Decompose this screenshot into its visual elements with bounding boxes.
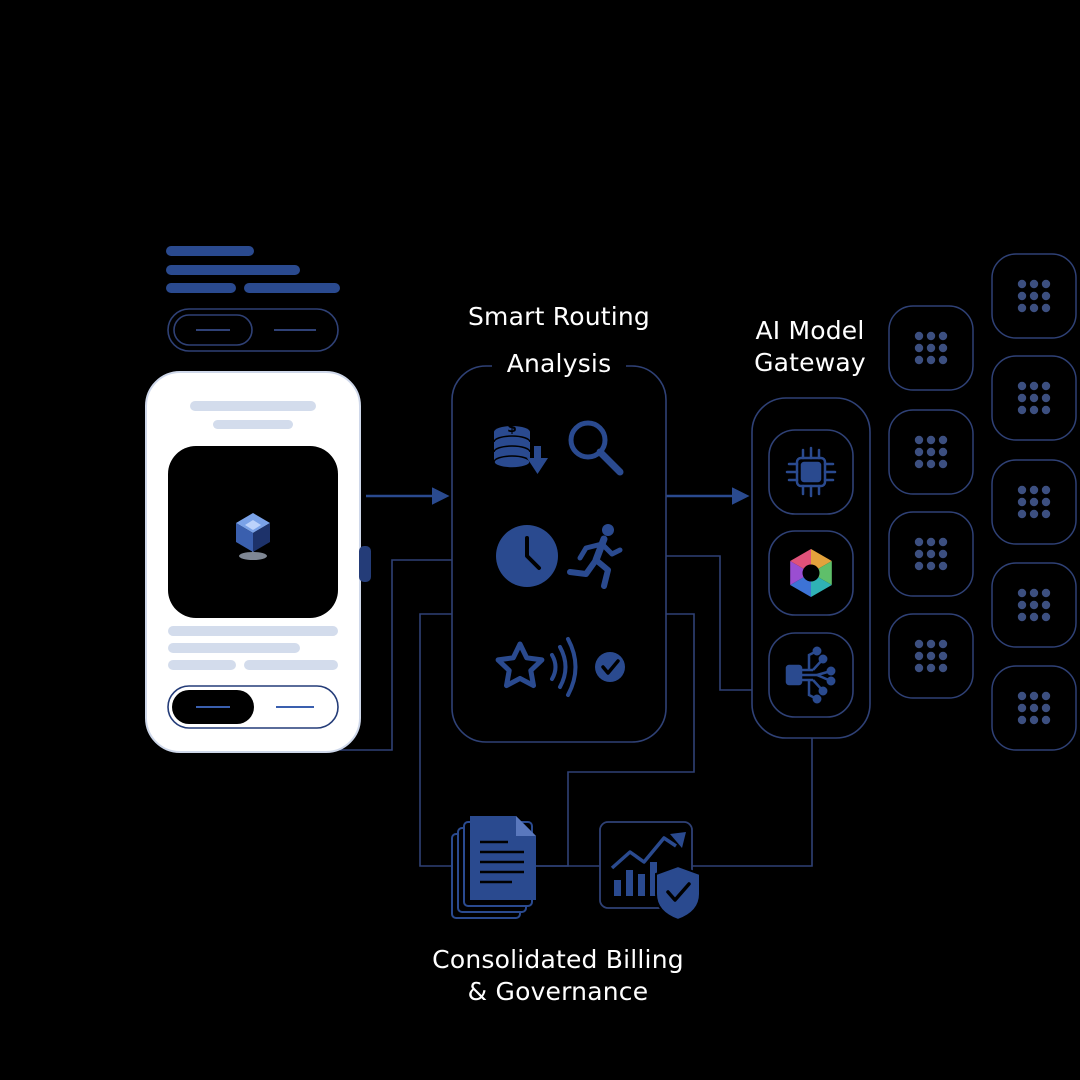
dot-grid-icon	[914, 537, 948, 571]
smart-routing-panel: $	[451, 352, 667, 743]
gateway-title-line1: AI Model	[755, 316, 865, 345]
dot-grid-icon	[914, 435, 948, 469]
phone-to-routing-link	[340, 559, 452, 751]
model-tile[interactable]	[991, 355, 1077, 441]
star-icon	[495, 641, 545, 689]
model-tiles-grid	[888, 253, 1077, 751]
model-tile[interactable]	[991, 459, 1077, 545]
header-pill-toggle[interactable]	[167, 308, 339, 352]
client-app-phone	[145, 371, 371, 753]
model-tile[interactable]	[888, 613, 974, 699]
model-tile[interactable]	[991, 562, 1077, 648]
dot-grid-icon	[914, 639, 948, 673]
dot-grid-icon	[1017, 485, 1051, 519]
dot-grid-icon	[1017, 279, 1051, 313]
model-tile[interactable]	[991, 665, 1077, 751]
running-person-icon	[567, 524, 623, 589]
check-badge-icon	[595, 652, 625, 682]
ai-gateway-panel	[751, 397, 871, 739]
model-tile[interactable]	[888, 409, 974, 495]
model-tile[interactable]	[991, 253, 1077, 339]
chip-icon	[785, 446, 837, 498]
network-node-icon	[785, 646, 836, 704]
routing-title: Smart Routing	[459, 301, 659, 333]
dot-grid-icon	[1017, 588, 1051, 622]
routing-title-line1: Smart Routing	[467, 302, 651, 331]
model-tile[interactable]	[888, 305, 974, 391]
dot-grid-icon	[1017, 381, 1051, 415]
header-skeleton	[166, 246, 340, 293]
billing-title-line2: & Governance	[467, 977, 649, 1006]
color-model-tile[interactable]	[768, 530, 854, 616]
dot-grid-icon	[1017, 691, 1051, 725]
color-hexagon-icon	[790, 549, 832, 597]
connectors	[340, 487, 813, 867]
routing-subtitle: Analysis	[459, 348, 659, 380]
network-model-tile[interactable]	[768, 632, 854, 718]
documents-icon	[451, 816, 536, 919]
billing-title-line1: Consolidated Billing	[432, 945, 684, 974]
signal-waves-icon	[550, 637, 578, 697]
model-tile[interactable]	[888, 511, 974, 597]
gateway-title-line2: Gateway	[754, 348, 866, 377]
routing-to-billing-link-left	[419, 613, 452, 867]
phone-side-button	[359, 546, 371, 582]
chip-model-tile[interactable]	[768, 429, 854, 515]
dot-grid-icon	[914, 331, 948, 365]
clock-icon	[496, 525, 558, 587]
cube-logo-icon	[236, 513, 270, 560]
coin-stack-down-icon: $	[493, 420, 548, 474]
magnifier-icon	[568, 420, 624, 476]
gateway-to-billing-link	[692, 738, 813, 867]
routing-title-line2: Analysis	[506, 349, 612, 378]
billing-governance	[451, 816, 701, 922]
gateway-title: AI Model Gateway	[740, 315, 880, 379]
billing-title: Consolidated Billing & Governance	[418, 944, 698, 1008]
routing-to-gateway-link	[666, 555, 752, 691]
svg-text:$: $	[507, 420, 517, 436]
phone-action-pill[interactable]	[167, 685, 339, 729]
chart-shield-icon	[599, 821, 701, 922]
